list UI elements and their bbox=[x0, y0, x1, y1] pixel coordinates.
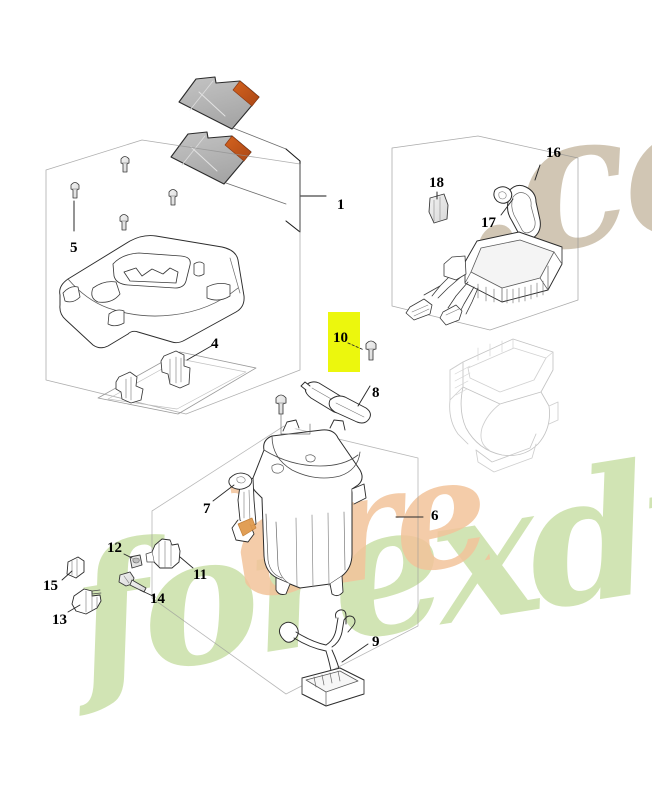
part-11-switch-block bbox=[145, 538, 181, 569]
callout-15: 15 bbox=[43, 578, 58, 594]
wiring-harness-upper bbox=[405, 255, 479, 326]
part-7-grommet bbox=[228, 472, 253, 490]
callout-17: 17 bbox=[481, 215, 496, 231]
fan-housing-assembly bbox=[449, 338, 559, 473]
callout-5: 5 bbox=[70, 240, 78, 256]
callout-11: 11 bbox=[193, 567, 208, 583]
deck-mount-screw bbox=[275, 394, 287, 415]
callout-16: 16 bbox=[546, 145, 561, 161]
part-12-bushing bbox=[129, 554, 143, 569]
item-10-highlight bbox=[328, 312, 360, 372]
part-8-lever-pair bbox=[300, 381, 371, 424]
cover-group-outline bbox=[45, 139, 301, 415]
part-14-bolt bbox=[118, 571, 147, 593]
part-4-clip-tray bbox=[97, 344, 257, 415]
part-1-panel-lower bbox=[170, 131, 252, 185]
air-filter-group-outline bbox=[391, 135, 579, 331]
part-9-wire-harness-pad bbox=[278, 609, 365, 707]
part-15-small-clip bbox=[66, 556, 85, 579]
air-filter-box bbox=[464, 231, 563, 304]
callout-13: 13 bbox=[52, 612, 67, 628]
part-18-grommet-block bbox=[428, 193, 449, 224]
deck-group-outline bbox=[151, 425, 419, 695]
callout-10: 10 bbox=[333, 330, 348, 346]
callout-8: 8 bbox=[372, 385, 380, 401]
callout-6: 6 bbox=[431, 508, 439, 524]
callout-9: 9 bbox=[372, 634, 380, 650]
callout-14: 14 bbox=[150, 591, 165, 607]
engine-cover-shell bbox=[59, 235, 245, 349]
part-1-panel-upper bbox=[178, 76, 260, 130]
callout-18: 18 bbox=[429, 175, 444, 191]
part-17-retainer-bracket bbox=[493, 186, 513, 204]
callout-4: 4 bbox=[211, 336, 219, 352]
part-5-screws bbox=[70, 156, 178, 231]
callout-1: 1 bbox=[337, 197, 345, 213]
part-13-connector-clip bbox=[71, 588, 102, 615]
part-6-deck-housing bbox=[231, 419, 367, 597]
callout-12: 12 bbox=[107, 540, 122, 556]
part-16-spring-clip bbox=[507, 184, 541, 241]
part-10-screw bbox=[365, 340, 377, 361]
callout-7: 7 bbox=[203, 501, 211, 517]
